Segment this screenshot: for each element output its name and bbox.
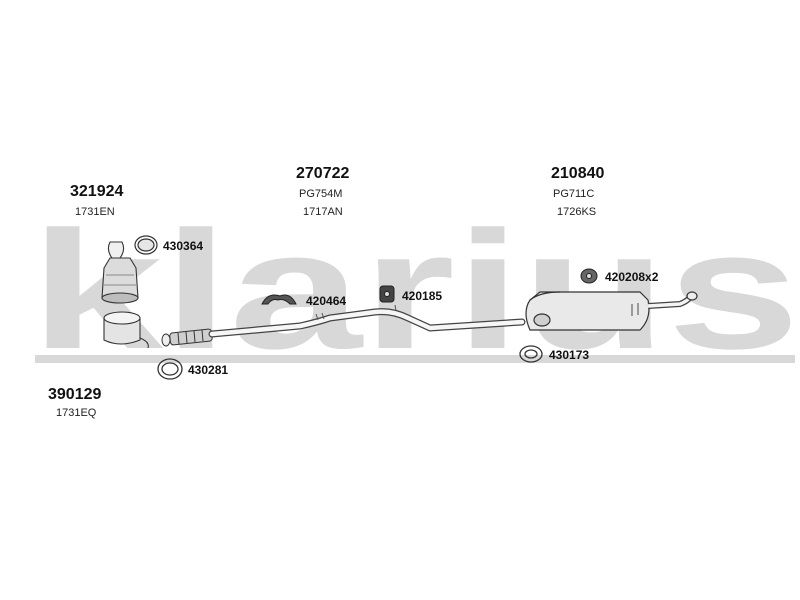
- catalyst-icon: [101, 241, 139, 304]
- middle-pipe-number: 270722: [296, 165, 350, 182]
- mount-420464-icon: [261, 294, 297, 305]
- mount-420185-icon: [379, 285, 395, 303]
- clamp-430281-icon: [157, 358, 183, 380]
- front-pipe-number: 390129: [48, 386, 102, 403]
- part-420185-label: 420185: [402, 289, 443, 303]
- rear-silencer-code-a: PG711C: [553, 188, 595, 200]
- mount-420208-icon: [580, 268, 598, 284]
- rear-silencer-code-b: 1726KS: [557, 206, 597, 218]
- clamp-430173-icon: [519, 345, 543, 363]
- rear-silencer-icon: [525, 291, 698, 331]
- middle-pipe-code-a: PG754M: [299, 188, 343, 200]
- part-430281-label: 430281: [188, 363, 229, 377]
- flex-pipe-icon: [161, 328, 213, 347]
- watermark-logo: klarius: [30, 196, 800, 384]
- part-420464-label: 420464: [306, 294, 347, 308]
- part-430173-label: 430173: [549, 348, 590, 362]
- catalyst-number: 321924: [70, 183, 124, 200]
- catalyst-code: 1731EN: [75, 206, 115, 218]
- watermark-underline: [35, 355, 795, 363]
- front-pipe-code: 1731EQ: [56, 407, 97, 419]
- middle-pipe-code-b: 1717AN: [303, 206, 343, 218]
- part-420208-label: 420208x2: [605, 270, 659, 284]
- front-pipe-icon: [103, 311, 149, 349]
- rear-silencer-number: 210840: [551, 165, 605, 182]
- part-430364-label: 430364: [163, 239, 204, 253]
- clamp-430364-icon: [134, 235, 158, 255]
